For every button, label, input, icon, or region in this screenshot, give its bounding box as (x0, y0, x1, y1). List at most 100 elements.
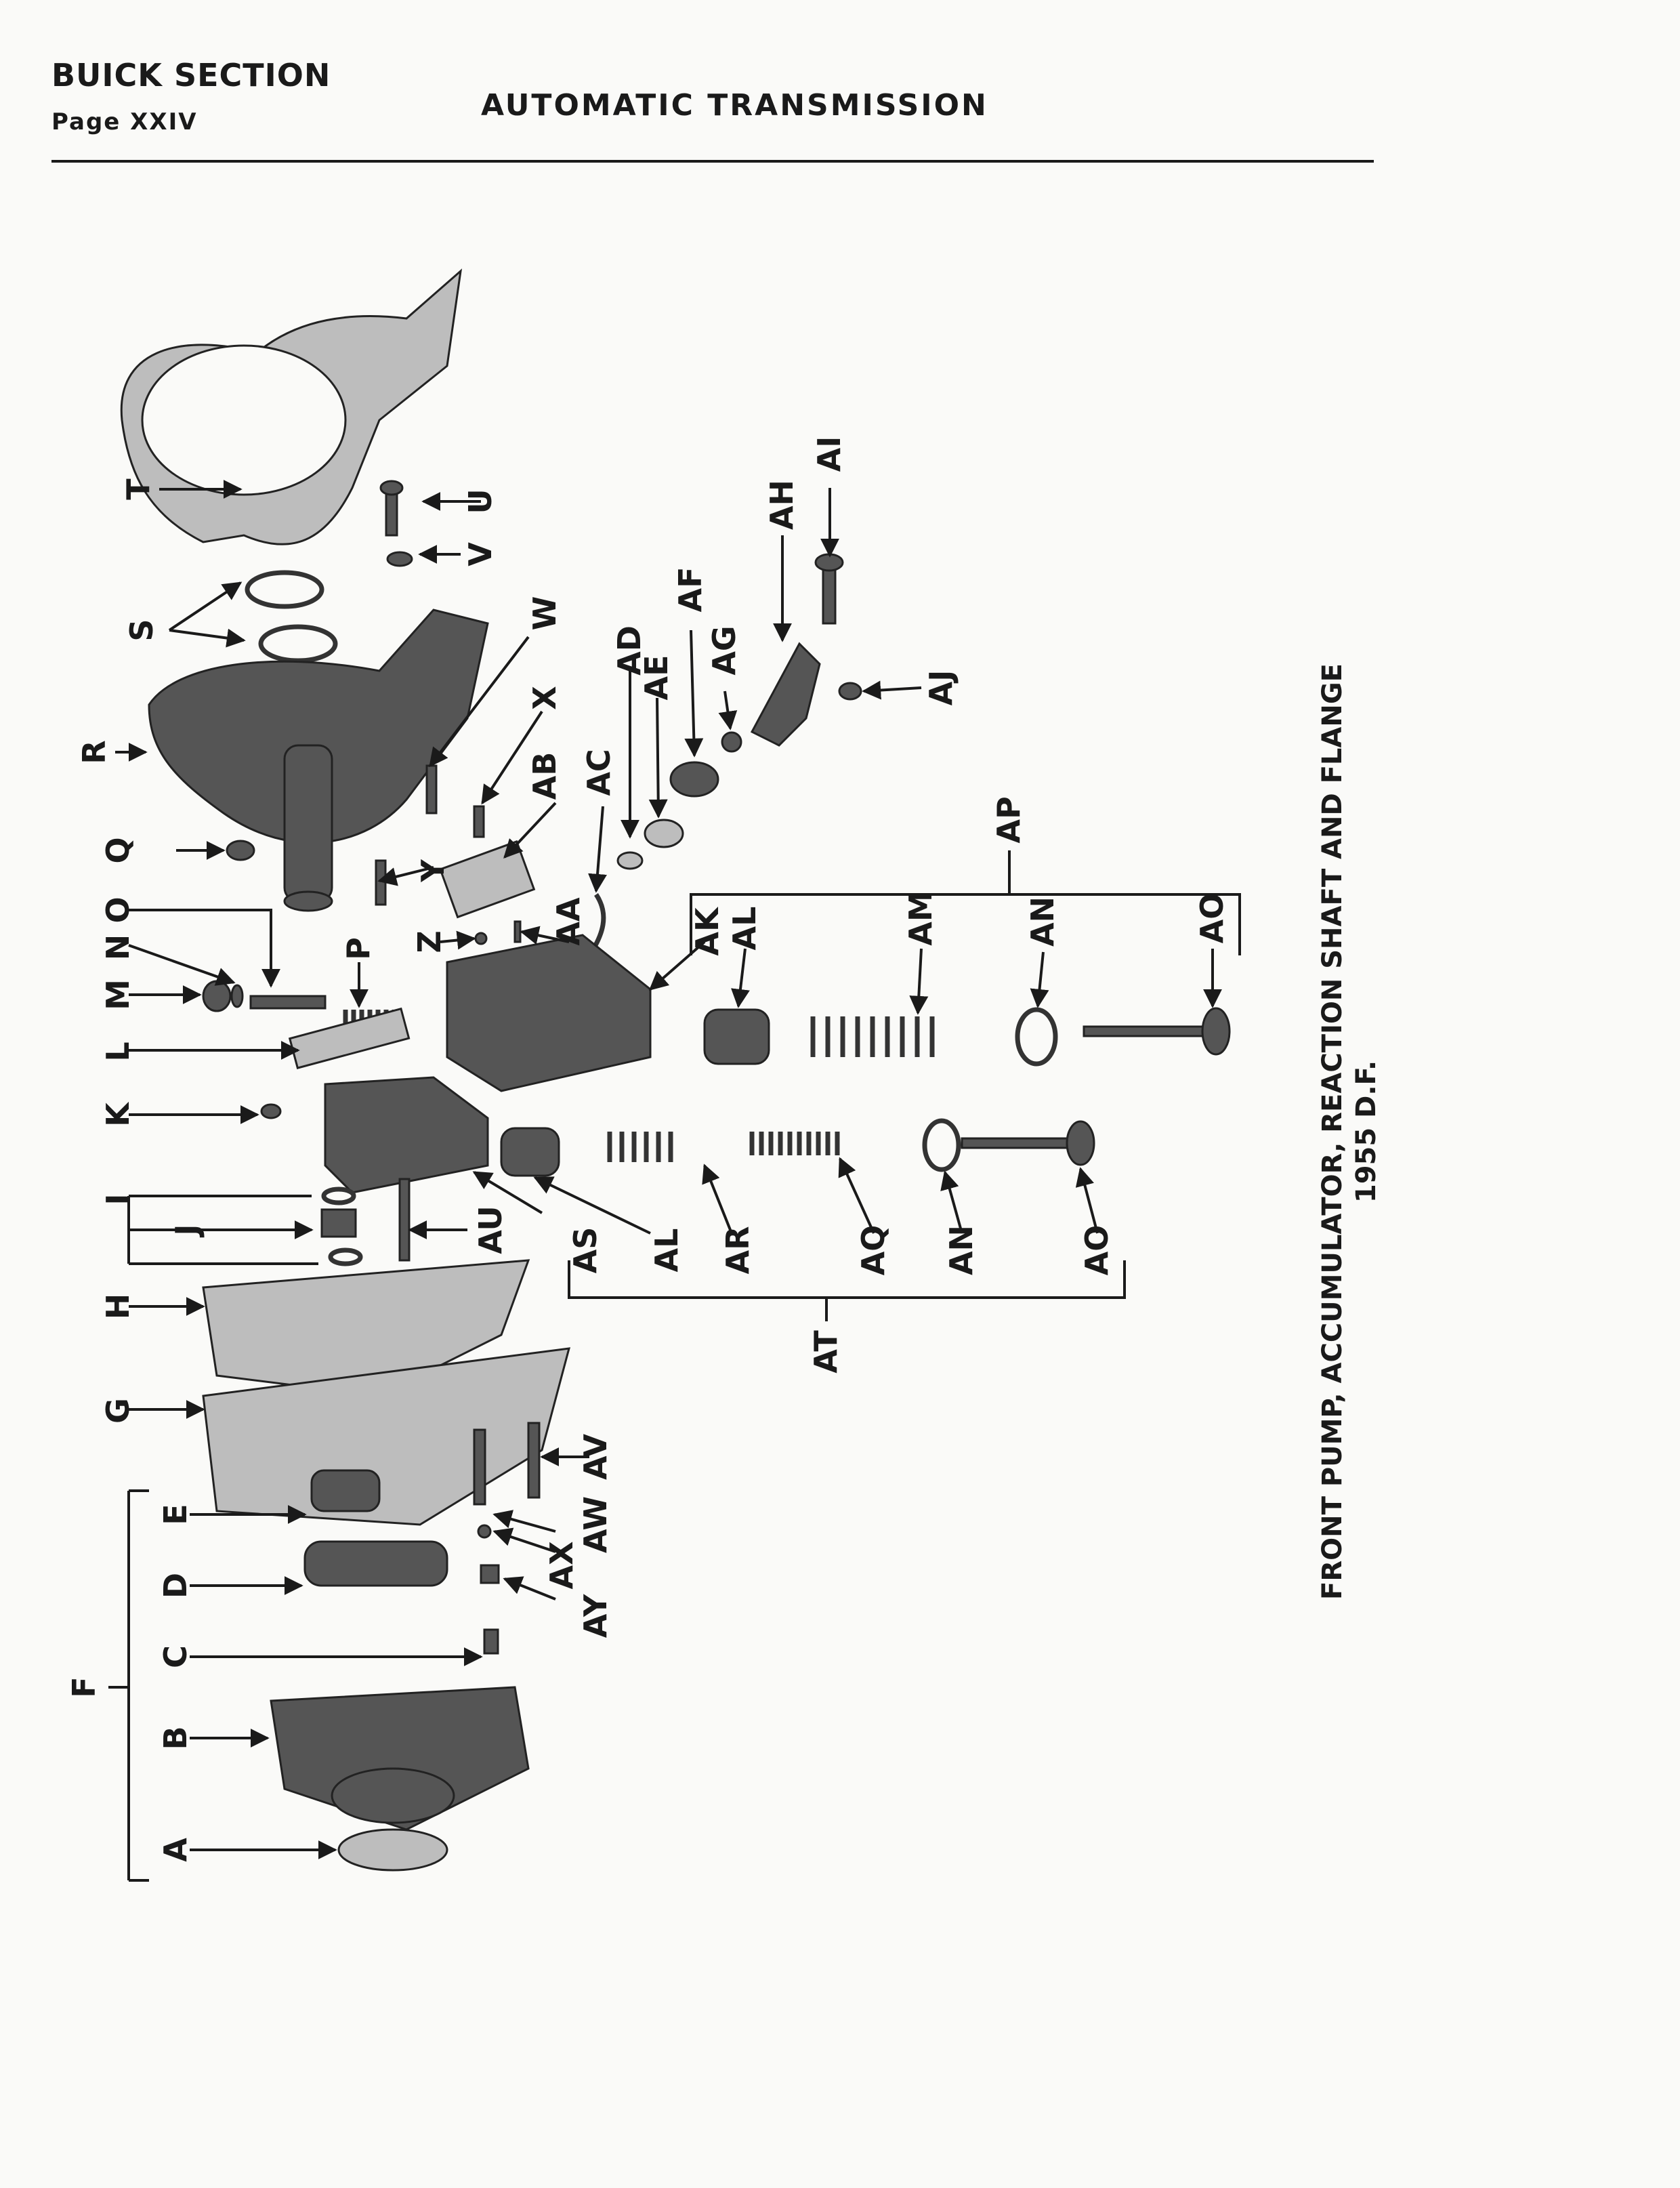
callout-ag: AG (706, 625, 742, 675)
page-number: Page XXIV (51, 108, 198, 136)
callout-am: AM (902, 890, 939, 945)
callout-t: T (120, 478, 156, 500)
bracket-i (127, 1195, 318, 1265)
callout-k: K (100, 1101, 136, 1127)
callout-ao-upper: AO (1194, 893, 1230, 944)
callout-ak: AK (689, 906, 726, 956)
exploded-parts-diagram: T U V S W X AD AE AF AG AH AI A J R Q O N… (66, 268, 1382, 1882)
callout-l: L (100, 1041, 136, 1061)
part-ring-s1 (245, 570, 324, 609)
part-ring-s2 (258, 624, 338, 663)
part-ring-an-upper (1015, 1007, 1058, 1067)
callout-r: R (76, 740, 112, 764)
callout-b: B (157, 1726, 194, 1750)
part-shaft (283, 744, 333, 903)
part-pin-y (375, 859, 387, 906)
callout-z: Z (411, 930, 448, 953)
callout-al-lower: AL (648, 1229, 685, 1273)
section-heading: BUICK SECTION (51, 57, 331, 94)
part-pin-aa (513, 920, 522, 943)
callout-j: J (169, 1224, 205, 1237)
callout-ab: AB (526, 752, 563, 800)
callout-v: V (462, 542, 499, 566)
part-piston-al-lower (500, 1127, 560, 1177)
callout-m: M (100, 979, 136, 1010)
part-valve-o (249, 995, 327, 1010)
part-washer-ax (477, 1524, 492, 1539)
part-plug-k (260, 1103, 282, 1119)
part-seal-a (337, 1828, 448, 1872)
bracket-ap (690, 850, 1241, 955)
part-ball-ag (721, 731, 742, 753)
callout-an-upper: AN (1024, 896, 1061, 947)
callout-s: S (123, 619, 160, 641)
callout-g: G (100, 1398, 136, 1424)
callout-labels: T U V S W X AD AE AF AG AH AI A J R Q O N… (66, 436, 1230, 1862)
callout-q: Q (100, 837, 136, 863)
part-nut-af (669, 761, 719, 798)
callout-ac: AC (581, 749, 617, 796)
part-bolt-aw (473, 1428, 486, 1506)
bracket-f (108, 1489, 149, 1882)
callout-an-lower: AN (943, 1225, 980, 1275)
part-key-c (483, 1628, 499, 1655)
part-ring-an-lower (922, 1118, 961, 1172)
part-ball-z (474, 932, 488, 945)
part-washer-ad (616, 851, 644, 870)
part-gear-d (303, 1540, 448, 1587)
callout-w: W (526, 596, 563, 631)
bracket-at (568, 1260, 1126, 1321)
part-nut-ay (480, 1564, 500, 1584)
part-reaction-shaft-support-r (148, 608, 489, 844)
part-gasket-ab (439, 840, 536, 919)
parts-illustration (120, 268, 1231, 1872)
callout-u: U (462, 489, 499, 514)
callout-p: P (340, 937, 377, 960)
part-rod-ao-upper (1083, 1025, 1214, 1037)
part-accumulator-body-as (324, 1076, 489, 1194)
callout-al-upper: AL (726, 907, 763, 951)
part-bolt-av (527, 1422, 541, 1499)
part-bushing-j (320, 1208, 357, 1238)
part-gear-e (310, 1469, 381, 1512)
figure-caption: FRONT PUMP, ACCUMULATOR, REACTION SHAFT … (1317, 663, 1382, 1600)
part-washer-ae (644, 819, 684, 848)
part-plug-q (226, 840, 255, 861)
part-pin-x (473, 805, 485, 838)
callout-c: C (157, 1645, 194, 1668)
part-lever-ah (750, 642, 821, 747)
callout-a: A (157, 1838, 194, 1862)
part-spring-aq (749, 1132, 840, 1155)
callout-aw: AW (577, 1496, 614, 1553)
callout-n: N (100, 934, 136, 961)
callout-af: AF (672, 566, 709, 612)
part-plug-m (202, 980, 232, 1012)
callout-ai: AI (811, 436, 847, 472)
callout-ah: AH (763, 480, 800, 530)
callout-ad: AD (611, 625, 648, 676)
callout-ae: AE (638, 655, 675, 700)
callout-e: E (157, 1504, 194, 1525)
caption-line-1: FRONT PUMP, ACCUMULATOR, REACTION SHAFT … (1317, 663, 1348, 1600)
part-ring-i-2 (328, 1247, 363, 1266)
caption-line-2: 1955 D.F. (1351, 1060, 1382, 1203)
callout-aq: AQ (855, 1225, 891, 1276)
part-piston-al-upper (703, 1008, 770, 1065)
part-spring-am (810, 1016, 935, 1057)
callout-x: X (526, 686, 563, 709)
callout-y: Y (415, 859, 451, 883)
callout-as: AS (567, 1227, 604, 1274)
callout-ao-lower: AO (1078, 1225, 1115, 1276)
part-nut-aj (838, 682, 862, 701)
part-rod-ao-lower (961, 1137, 1078, 1149)
callout-f: F (66, 1676, 102, 1697)
part-seal-n (230, 984, 244, 1008)
callout-aa: AA (550, 897, 587, 946)
part-bolt-au (398, 1178, 411, 1262)
header-rule (51, 160, 1374, 163)
leader-arrows (115, 480, 1222, 1859)
callout-o: O (100, 896, 136, 923)
callout-ap: AP (990, 796, 1027, 843)
callout-h: H (100, 1294, 136, 1320)
part-spring-ar (607, 1132, 673, 1162)
